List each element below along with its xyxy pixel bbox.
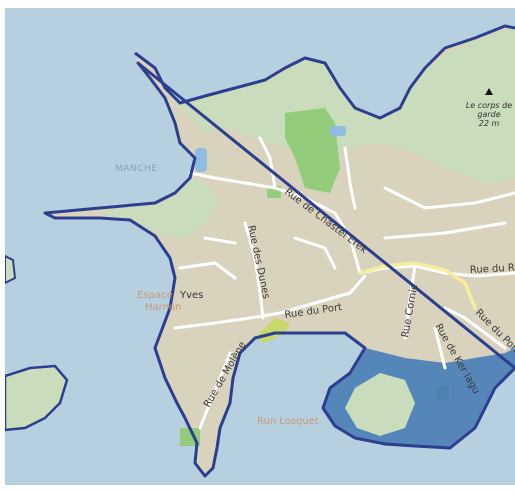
poi-espace: Espace <box>137 290 173 301</box>
map-view[interactable]: Le corps de garde 22 m MANCHE Espace Yve… <box>5 8 515 485</box>
primary-road <box>358 261 477 310</box>
park-north <box>285 108 340 193</box>
peak-elevation: 22 m <box>479 119 500 128</box>
poi-harnon: Harnon <box>145 302 181 313</box>
triangle-peak-icon <box>485 88 493 95</box>
street-rue-du-ro: Rue du Ro <box>470 262 515 276</box>
boundary-outline <box>43 24 515 478</box>
pond-2 <box>330 126 346 136</box>
harbor-island <box>345 373 415 436</box>
run-losquet-label: Run Losquet <box>257 416 319 427</box>
peak-name-line1: Le corps de <box>466 101 512 110</box>
islet-west <box>5 254 17 285</box>
sea-label: MANCHE <box>115 164 157 174</box>
vegetation-west <box>100 178 220 238</box>
vegetation-north <box>155 28 515 183</box>
islet-southwest <box>5 364 69 432</box>
peak-name-line2: garde <box>477 110 500 119</box>
poi-yves: Yves <box>179 290 203 301</box>
pond-1 <box>195 148 207 172</box>
map-canvas: Le corps de garde 22 m MANCHE Espace Yve… <box>5 8 515 485</box>
